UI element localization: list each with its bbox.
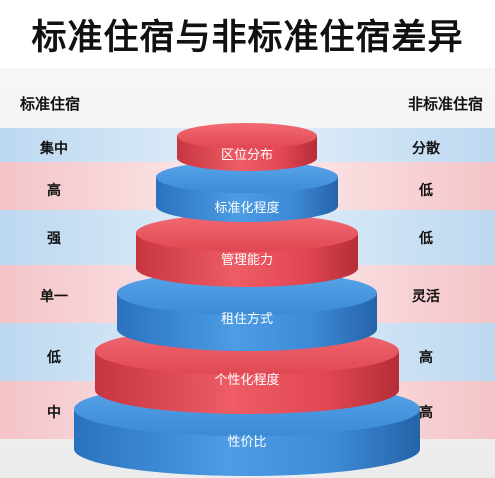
page-title: 标准住宿与非标准住宿差异 (31, 18, 464, 58)
left-value-3: 强 (47, 231, 61, 247)
left-value-6: 中 (47, 405, 61, 421)
right-value-2: 低 (419, 183, 433, 199)
tier-4-label: 租住方式 (221, 311, 273, 327)
tier-3-cylinder (136, 214, 358, 287)
tier-2-label: 标准化程度 (214, 200, 279, 216)
left-value-2: 高 (47, 183, 61, 199)
right-value-5: 高 (419, 350, 433, 366)
left-value-5: 低 (47, 350, 61, 366)
left-value-4: 单一 (40, 289, 68, 305)
left-value-1: 集中 (40, 141, 68, 157)
tier-1-cylinder (177, 123, 317, 171)
right-heading: 非标准住宿 (407, 95, 483, 113)
right-value-3: 低 (419, 231, 433, 247)
tier-3-label: 管理能力 (221, 253, 273, 268)
right-value-1: 分散 (412, 141, 440, 157)
tier-5-label: 个性化程度 (214, 372, 279, 388)
tier-1-label: 区位分布 (221, 148, 273, 163)
tier-6-label: 性价比 (227, 435, 266, 450)
left-heading: 标准住宿 (20, 95, 81, 113)
right-value-6: 高 (419, 405, 433, 421)
right-value-4: 灵活 (412, 289, 440, 305)
tier-2-cylinder (156, 161, 338, 222)
